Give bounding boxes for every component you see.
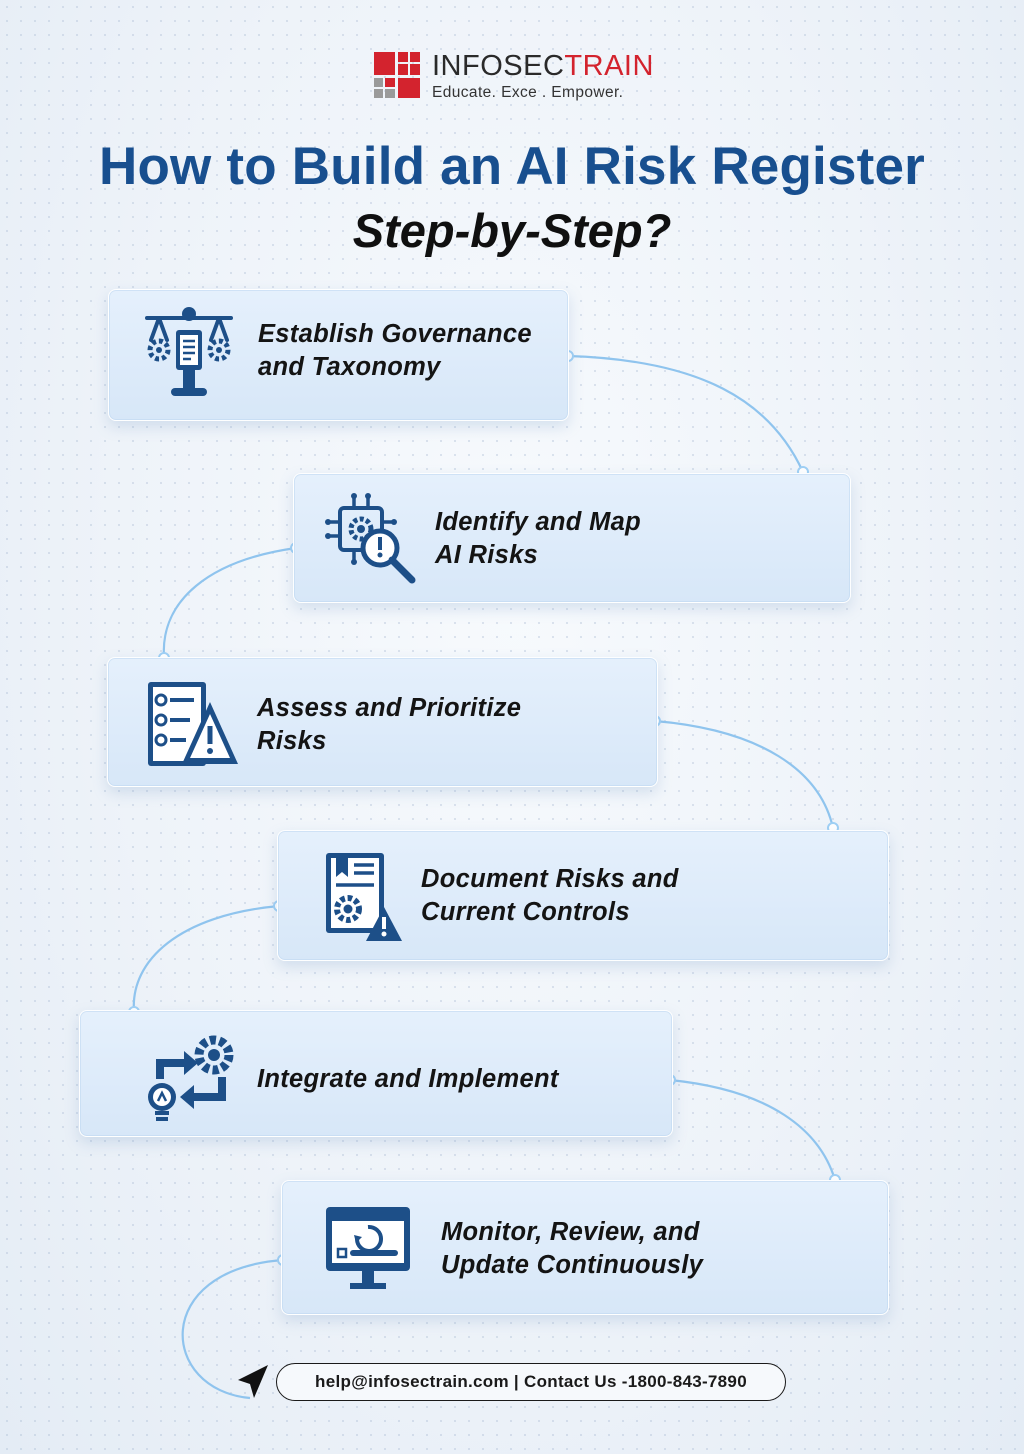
step-label: Integrate and Implement (257, 1065, 559, 1093)
page-subtitle: Step-by-Step? (352, 204, 672, 257)
step-card-integrate: Integrate and Implement (79, 1010, 673, 1137)
brand-logo-mark-icon (374, 52, 420, 98)
governance-scale-icon (145, 307, 233, 396)
page-title: How to Build an AI Risk Register (98, 137, 926, 196)
cursor-arrow-icon (238, 1365, 268, 1398)
brand-name: INFOSECTRAIN (432, 50, 654, 82)
brand-logo: INFOSECTRAIN Educate. Exce . Empower. (374, 50, 654, 106)
ai-risk-search-icon (325, 493, 416, 584)
brand-tagline: Educate. Exce . Empower. (432, 84, 624, 101)
document-gear-warning-icon (326, 853, 402, 941)
monitor-refresh-icon (326, 1207, 410, 1289)
checklist-warning-icon (148, 682, 238, 766)
contact-pill: help@infosectrain.com | Contact Us -1800… (276, 1363, 786, 1401)
integrate-gears-bulb-icon (148, 1035, 234, 1121)
